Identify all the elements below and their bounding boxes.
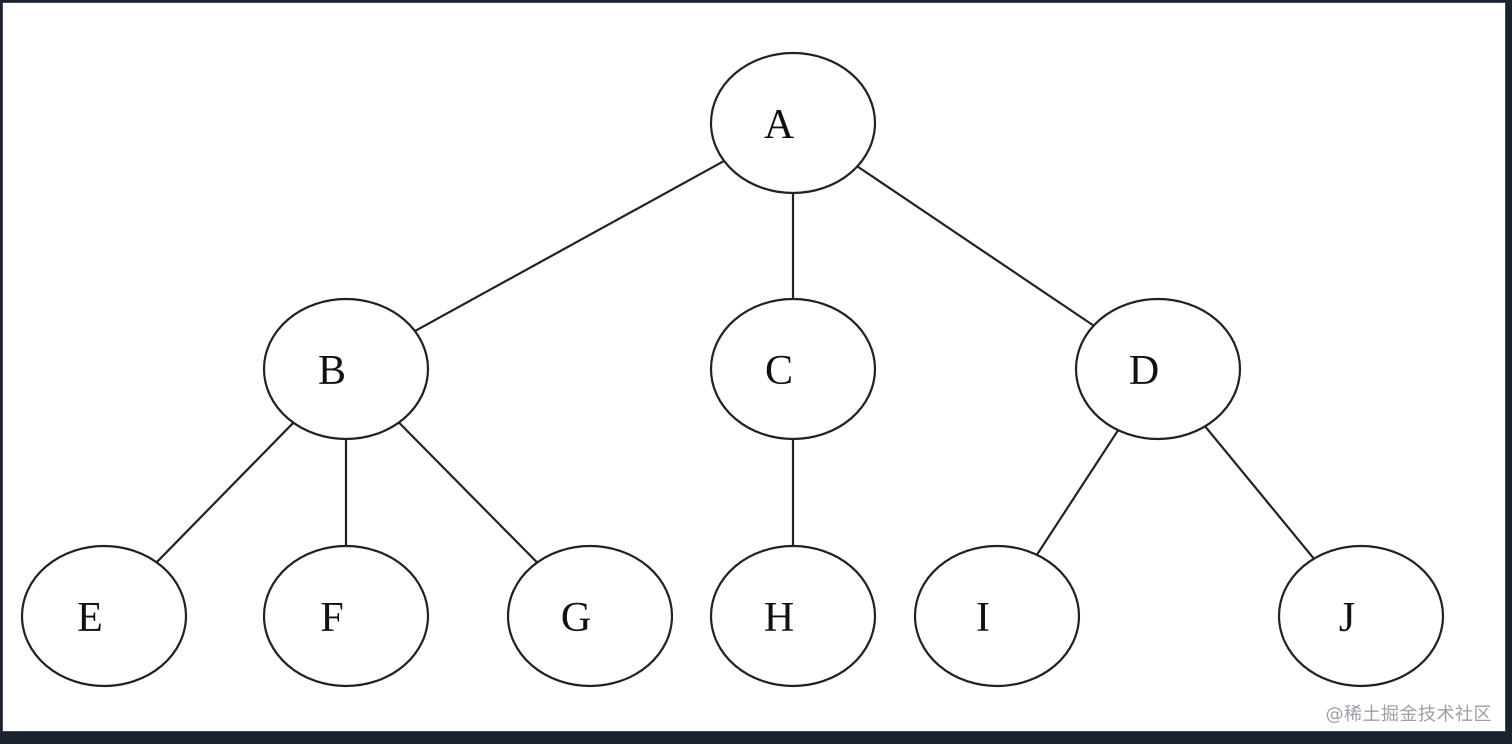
node-ellipse-b [262,297,430,441]
node-label-b: B [318,348,346,394]
tree-node-c: C [709,297,877,441]
node-ellipse-g [506,544,674,688]
edge-a-d [856,165,1095,327]
node-label-a: A [764,102,795,148]
tree-node-i: I [913,544,1081,688]
node-label-i: I [976,595,990,641]
node-ellipse-a [709,51,877,195]
node-ellipse-h [709,544,877,688]
node-label-j: J [1339,595,1355,641]
tree-node-b: B [262,297,430,441]
node-label-c: C [765,348,793,394]
node-ellipse-e [20,544,188,688]
tree-node-g: G [506,544,674,688]
node-label-h: H [764,595,794,641]
edge-d-i [1035,429,1120,556]
node-label-e: E [77,595,103,641]
edge-a-b [414,159,725,333]
node-ellipse-f [262,544,430,688]
node-label-d: D [1129,348,1159,394]
node-ellipse-i [913,544,1081,688]
edge-d-j [1204,425,1315,560]
edge-b-e [155,421,295,564]
tree-node-a: A [709,51,877,195]
tree-node-e: E [20,544,188,688]
node-label-f: F [320,595,343,641]
node-label-g: G [561,595,591,641]
node-ellipse-d [1074,297,1242,441]
tree-node-d: D [1074,297,1242,441]
nodes-layer: A B C D E F G H I J [20,51,1445,688]
tree-node-h: H [709,544,877,688]
edge-b-g [398,421,538,564]
node-ellipse-j [1277,544,1445,688]
node-ellipse-c [709,297,877,441]
watermark-text: @稀土掘金技术社区 [1325,704,1492,725]
tree-node-j: J [1277,544,1445,688]
bottom-bar [0,734,1512,744]
tree-node-f: F [262,544,430,688]
edges-layer [155,159,1315,564]
